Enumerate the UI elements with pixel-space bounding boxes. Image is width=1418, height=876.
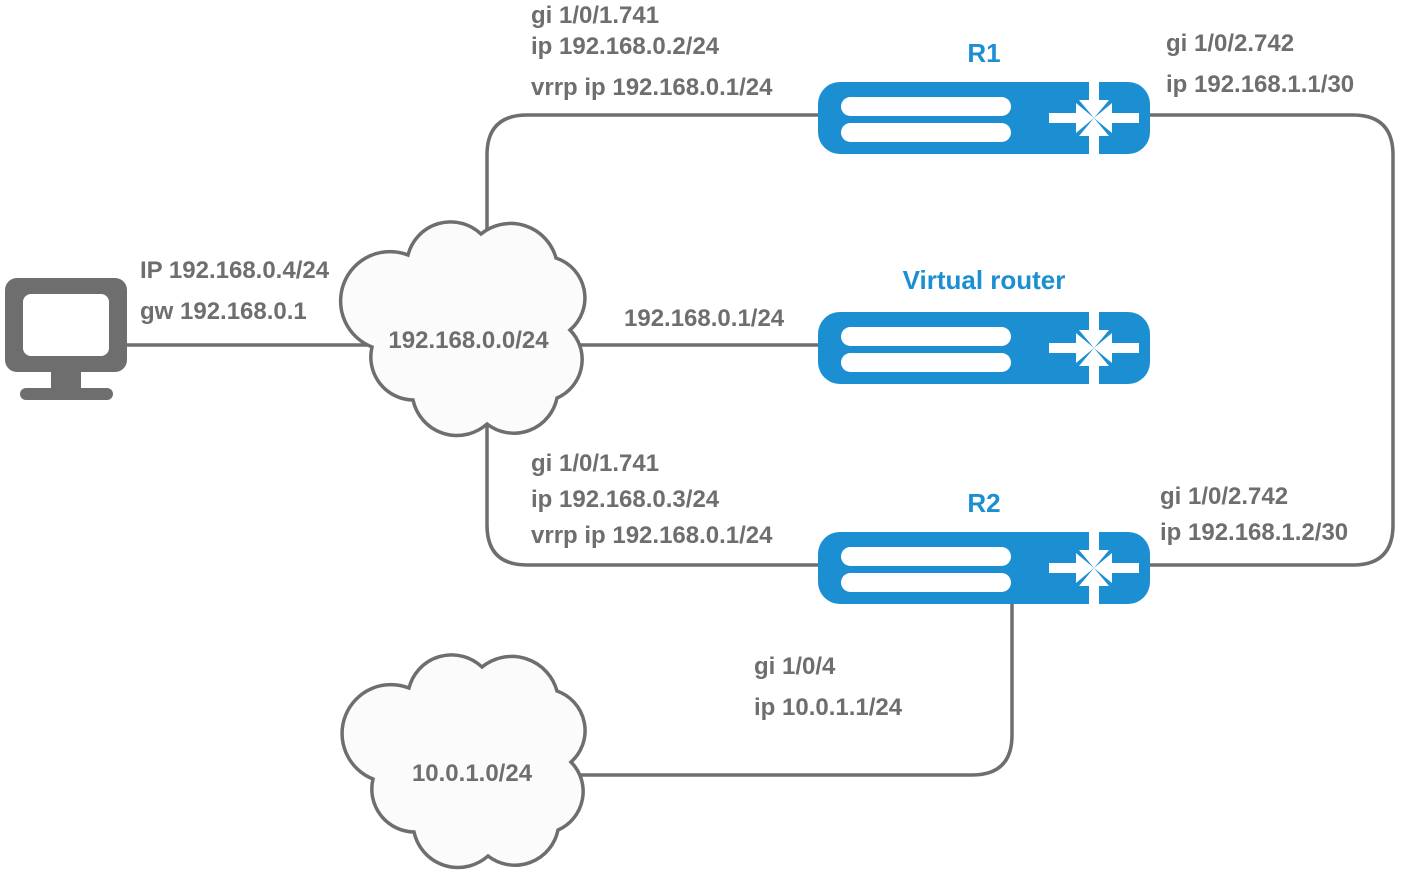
- r1-left-interface-line1: gi 1/0/1.741: [531, 2, 660, 29]
- cloud-label-lan: 192.168.0.0/24: [388, 327, 549, 354]
- router-name-virtual: Virtual router: [902, 265, 1066, 295]
- link-lan-cloud-to-r2: [485, 393, 818, 567]
- r1-right-interface-line2: ip 192.168.1.1/30: [1166, 71, 1355, 98]
- r1-left-interface-line2: ip 192.168.0.2/24: [531, 33, 720, 60]
- link-r1-to-r2: [1150, 113, 1395, 567]
- pc-monitor-icon: [5, 278, 127, 400]
- r1-left-interface-line3: vrrp ip 192.168.0.1/24: [531, 74, 773, 101]
- r2-left-interface-line3: vrrp ip 192.168.0.1/24: [531, 522, 773, 549]
- r2-right-interface-line1: gi 1/0/2.742: [1160, 483, 1289, 510]
- pc-gateway-label: gw 192.168.0.1: [140, 298, 307, 325]
- pc-ip-label: IP 192.168.0.4/24: [140, 257, 330, 284]
- virtual-router-ip-label: 192.168.0.1/24: [624, 305, 785, 332]
- router-r2-icon: [818, 523, 1150, 613]
- r2-bottom-interface-line1: gi 1/0/4: [754, 653, 836, 680]
- link-lan-cloud-to-r1: [485, 113, 818, 300]
- cloud-label-remote: 10.0.1.0/24: [411, 760, 533, 787]
- r1-right-interface-line1: gi 1/0/2.742: [1166, 30, 1295, 57]
- router-name-r1: R1: [967, 38, 1001, 68]
- link-r2-to-remote-cloud: [578, 595, 1014, 777]
- r2-left-interface-line2: ip 192.168.0.3/24: [531, 486, 720, 513]
- r2-right-interface-line2: ip 192.168.1.2/30: [1160, 519, 1349, 546]
- r2-left-interface-line1: gi 1/0/1.741: [531, 450, 660, 477]
- router-virtual-icon: [818, 303, 1150, 393]
- router-r1-icon: [818, 73, 1150, 163]
- r2-bottom-interface-line2: ip 10.0.1.1/24: [754, 694, 903, 721]
- lan-cloud-shape: [338, 220, 587, 438]
- remote-cloud-shape: [340, 653, 587, 870]
- router-name-r2: R2: [967, 488, 1001, 518]
